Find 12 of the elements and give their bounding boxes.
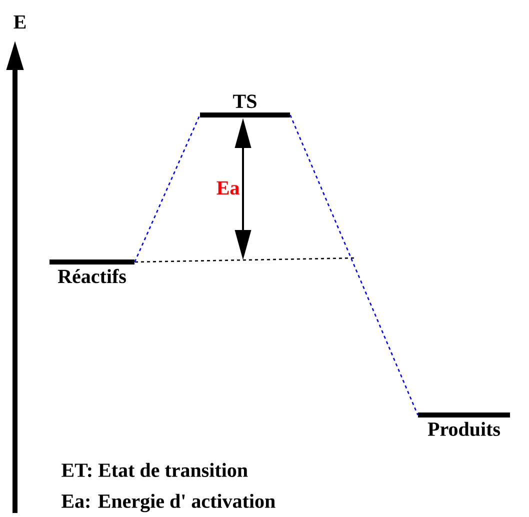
note-text: Ea: Energie d' activation <box>62 494 276 512</box>
node-label: Produits <box>428 422 500 436</box>
node-label: TS <box>233 94 256 108</box>
connector-line <box>290 114 418 416</box>
note-text: ET: Etat de transition <box>62 462 248 478</box>
measure-label: Ea <box>216 181 240 195</box>
energy-level: TS <box>200 94 290 118</box>
energy-level: Réactifs <box>50 260 134 284</box>
node-label: Réactifs <box>58 268 126 284</box>
energy-level: Produits <box>418 412 510 436</box>
axis-label: E <box>14 15 26 29</box>
connector-line <box>134 114 200 262</box>
